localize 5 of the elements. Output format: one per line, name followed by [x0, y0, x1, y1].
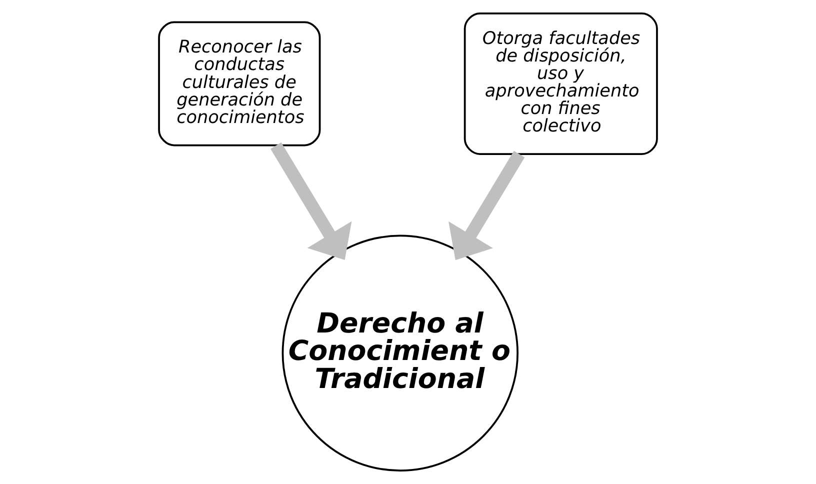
node-box: Otorga facultades de disposición, uso y aprovechamiento con fines colectivo	[464, 12, 658, 156]
arrow	[448, 150, 525, 260]
node-box: Reconocer las conductas culturales de generación de conocimientos	[158, 21, 321, 146]
arrow	[270, 142, 352, 260]
node-circle: Derecho al Conocimient o Tradicional	[282, 234, 519, 472]
